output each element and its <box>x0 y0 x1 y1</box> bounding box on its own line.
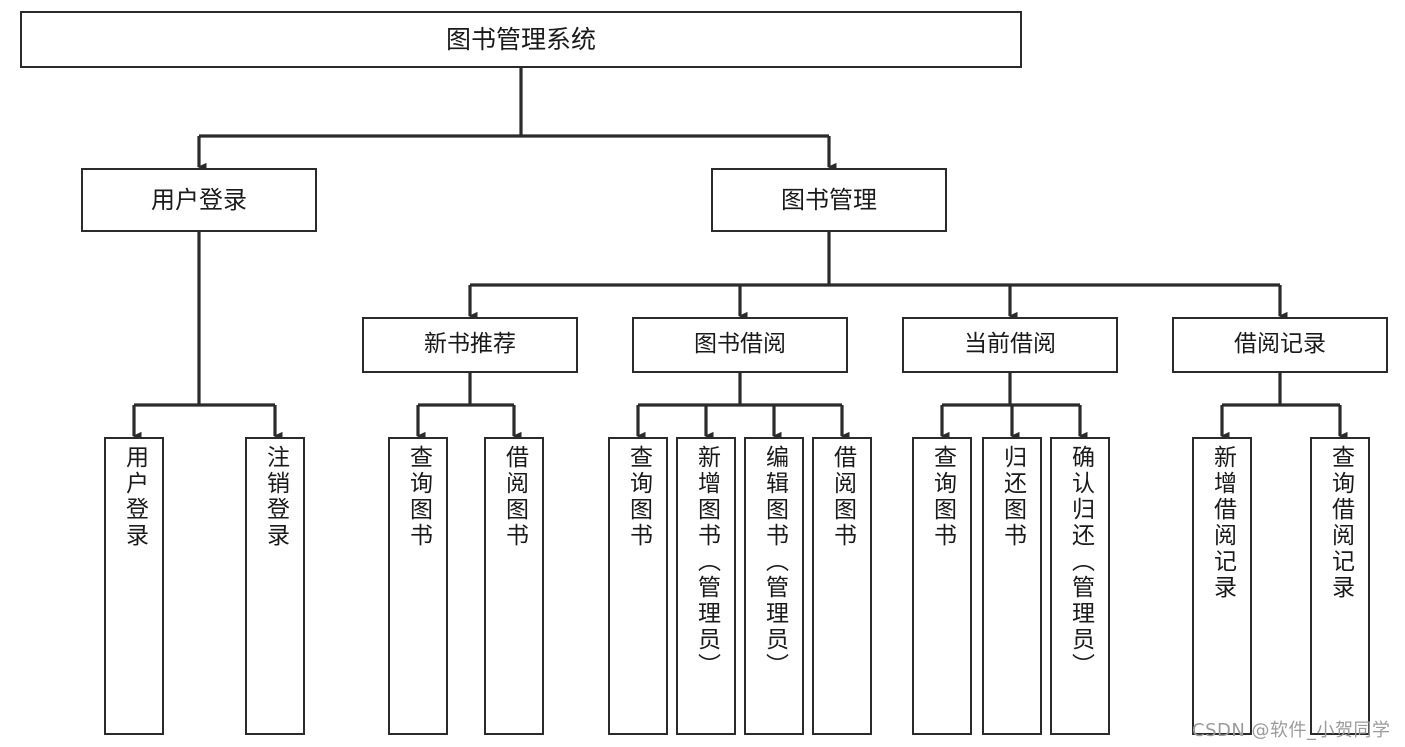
node-book-borrow[interactable]: 图书借阅 <box>632 317 848 373</box>
node-leaf-borrow-edit[interactable]: 编辑图书（管理员） <box>744 437 804 735</box>
node-leaf-borrow-edit-label: 编辑图书（管理员） <box>761 445 788 679</box>
node-leaf-user-logout-label: 注销登录 <box>262 445 289 549</box>
node-leaf-rec-borrow-label: 借阅图书 <box>501 445 528 549</box>
node-leaf-user-logout[interactable]: 注销登录 <box>245 437 305 735</box>
node-leaf-borrow-add-label: 新增图书（管理员） <box>693 445 720 679</box>
watermark: CSDN @软件_小贺同学 <box>1192 720 1391 741</box>
node-leaf-borrow-do-label: 借阅图书 <box>829 445 856 549</box>
node-leaf-cur-query-label: 查询图书 <box>929 445 956 549</box>
node-root-label: 图书管理系统 <box>445 24 596 54</box>
node-leaf-rec-query[interactable]: 查询图书 <box>388 437 448 735</box>
node-leaf-borrow-query[interactable]: 查询图书 <box>608 437 668 735</box>
node-leaf-cur-confirm[interactable]: 确认归还（管理员） <box>1050 437 1110 735</box>
node-leaf-rec-add-label: 新增借阅记录 <box>1209 445 1236 601</box>
node-user-login-label: 用户登录 <box>151 185 247 214</box>
node-current-borrow[interactable]: 当前借阅 <box>902 317 1118 373</box>
edge-group <box>132 68 1348 441</box>
node-root[interactable]: 图书管理系统 <box>20 11 1022 68</box>
node-leaf-rec-search[interactable]: 查询借阅记录 <box>1310 437 1370 735</box>
node-leaf-rec-query-label: 查询图书 <box>405 445 432 549</box>
node-leaf-rec-add[interactable]: 新增借阅记录 <box>1192 437 1252 735</box>
node-borrow-record-label: 借阅记录 <box>1234 331 1326 358</box>
node-current-borrow-label: 当前借阅 <box>964 331 1056 358</box>
node-leaf-rec-search-label: 查询借阅记录 <box>1327 445 1354 601</box>
node-leaf-borrow-do[interactable]: 借阅图书 <box>812 437 872 735</box>
node-new-book-rec-label: 新书推荐 <box>424 331 516 358</box>
node-leaf-rec-borrow[interactable]: 借阅图书 <box>484 437 544 735</box>
node-borrow-record[interactable]: 借阅记录 <box>1172 317 1388 373</box>
node-book-manage[interactable]: 图书管理 <box>711 168 947 232</box>
node-leaf-borrow-query-label: 查询图书 <box>625 445 652 549</box>
node-leaf-cur-return-label: 归还图书 <box>999 445 1026 549</box>
node-leaf-cur-return[interactable]: 归还图书 <box>982 437 1042 735</box>
node-leaf-cur-query[interactable]: 查询图书 <box>912 437 972 735</box>
node-new-book-rec[interactable]: 新书推荐 <box>362 317 578 373</box>
node-leaf-cur-confirm-label: 确认归还（管理员） <box>1067 445 1094 679</box>
node-book-manage-label: 图书管理 <box>781 185 877 214</box>
node-leaf-user-login-label: 用户登录 <box>121 445 148 549</box>
node-user-login[interactable]: 用户登录 <box>81 168 317 232</box>
node-leaf-borrow-add[interactable]: 新增图书（管理员） <box>676 437 736 735</box>
node-book-borrow-label: 图书借阅 <box>694 331 786 358</box>
node-leaf-user-login[interactable]: 用户登录 <box>104 437 164 735</box>
